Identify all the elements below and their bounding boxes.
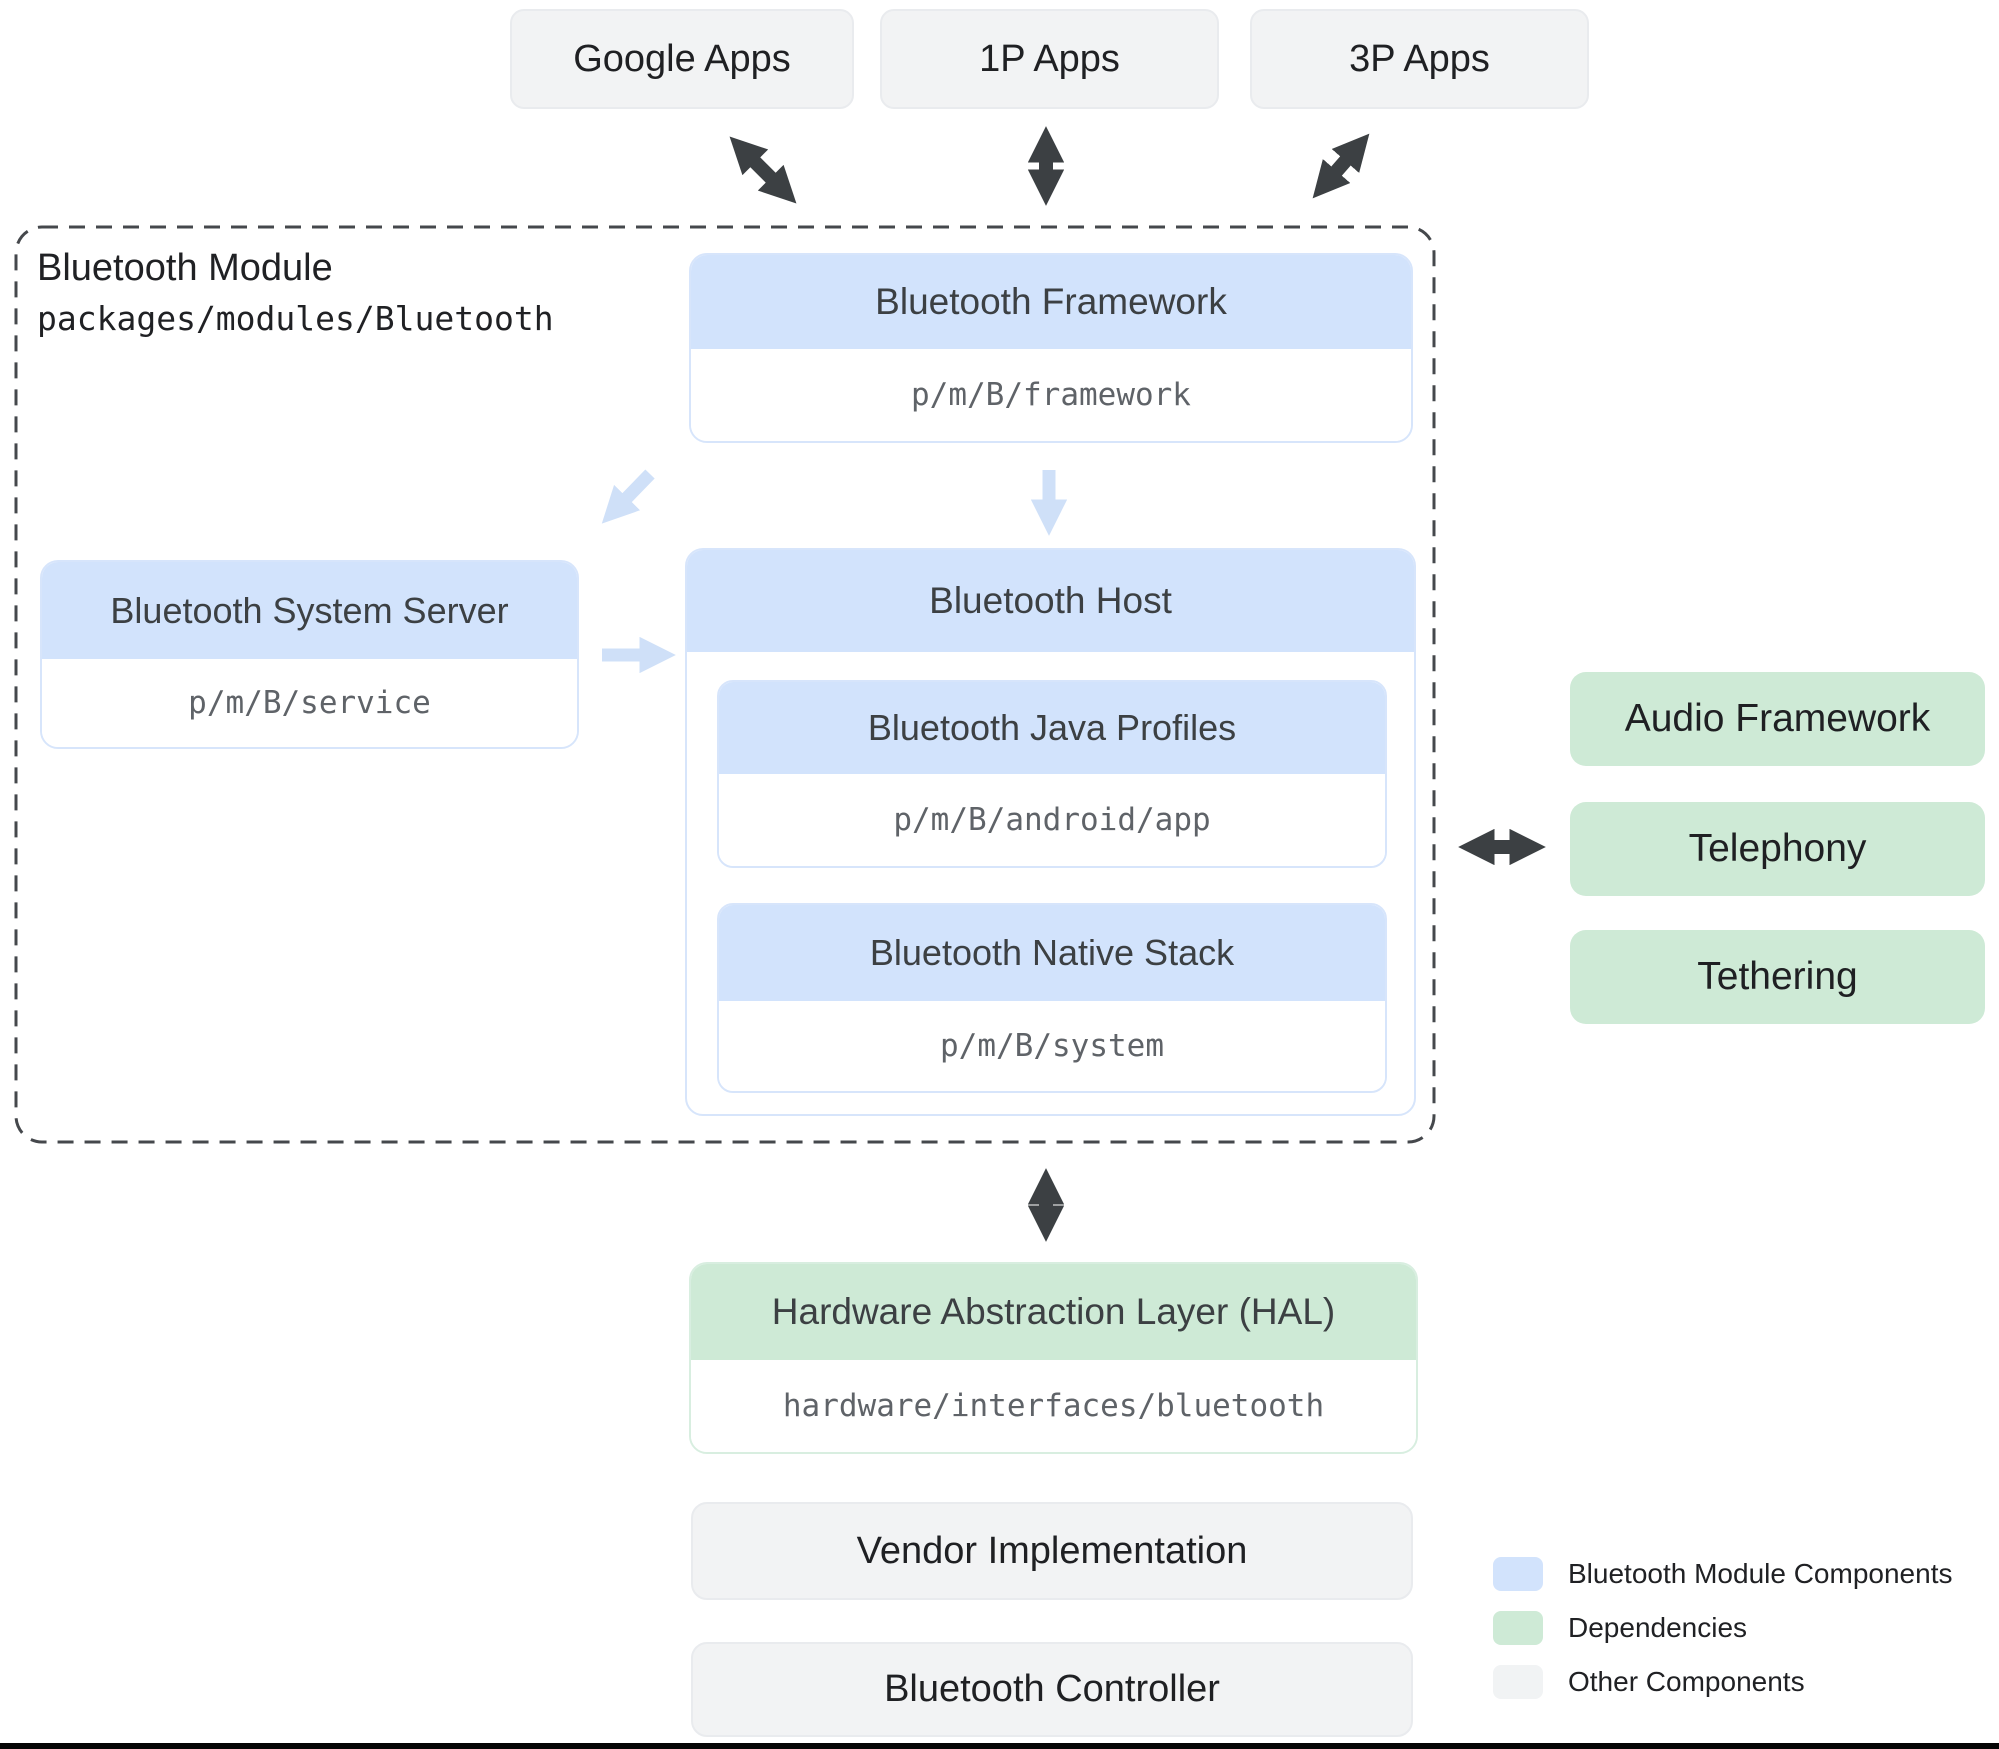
- google-apps-box: Google Apps: [510, 9, 854, 109]
- legend-swatch-other-components-icon: [1493, 1665, 1543, 1699]
- hal-title: Hardware Abstraction Layer (HAL): [691, 1264, 1416, 1360]
- tethering-label: Tethering: [1697, 955, 1858, 998]
- legend-label-dependencies: Dependencies: [1568, 1612, 1748, 1643]
- telephony-box: Telephony: [1570, 802, 1985, 896]
- bluetooth-java-profiles-path: p/m/B/android/app: [719, 774, 1385, 866]
- bluetooth-system-server-title: Bluetooth System Server: [42, 562, 577, 659]
- bluetooth-java-profiles-title: Bluetooth Java Profiles: [719, 682, 1385, 774]
- third-party-apps-arrow-icon: [1312, 133, 1370, 199]
- first-party-apps-box: 1P Apps: [880, 9, 1219, 109]
- framework-to-system-server-arrow-icon: [601, 469, 655, 524]
- first-party-apps-label: 1P Apps: [979, 37, 1120, 80]
- tethering-box: Tethering: [1570, 930, 1985, 1024]
- vendor-implementation-label: Vendor Implementation: [856, 1529, 1248, 1572]
- bluetooth-host-body: Bluetooth Java Profiles p/m/B/android/ap…: [687, 652, 1414, 1114]
- bluetooth-system-server-path: p/m/B/service: [42, 659, 577, 747]
- google-apps-label: Google Apps: [573, 37, 791, 80]
- bluetooth-module-path: packages/modules/Bluetooth: [37, 299, 554, 338]
- third-party-apps-box: 3P Apps: [1250, 9, 1589, 109]
- legend-row-other-components: Other Components: [1493, 1665, 1805, 1699]
- bluetooth-framework-title: Bluetooth Framework: [691, 255, 1411, 349]
- bluetooth-controller-label: Bluetooth Controller: [884, 1668, 1220, 1710]
- bluetooth-framework-path: p/m/B/framework: [691, 349, 1411, 441]
- legend-swatch-dependencies-icon: [1493, 1611, 1543, 1645]
- bluetooth-java-profiles-box: Bluetooth Java Profiles p/m/B/android/ap…: [717, 680, 1387, 868]
- bluetooth-system-server-box: Bluetooth System Server p/m/B/service: [40, 560, 579, 749]
- hal-path: hardware/interfaces/bluetooth: [691, 1360, 1416, 1452]
- bluetooth-native-stack-box: Bluetooth Native Stack p/m/B/system: [717, 903, 1387, 1093]
- third-party-apps-label: 3P Apps: [1349, 37, 1490, 80]
- legend-row-dependencies: Dependencies: [1493, 1611, 1747, 1645]
- telephony-label: Telephony: [1688, 827, 1867, 870]
- screenshot-bottom-edge: [0, 1743, 1999, 1749]
- audio-framework-box: Audio Framework: [1570, 672, 1985, 766]
- legend-label-module-components: Bluetooth Module Components: [1568, 1558, 1953, 1589]
- bluetooth-host-title: Bluetooth Host: [687, 550, 1414, 652]
- bluetooth-module-title: Bluetooth Module: [37, 247, 333, 289]
- bluetooth-native-stack-title: Bluetooth Native Stack: [719, 905, 1385, 1001]
- bluetooth-native-stack-path: p/m/B/system: [719, 1001, 1385, 1091]
- google-apps-arrow-icon: [729, 136, 797, 204]
- bluetooth-controller-box: Bluetooth Controller: [691, 1642, 1413, 1737]
- legend-row-module-components: Bluetooth Module Components: [1493, 1557, 1952, 1591]
- legend-swatch-module-components-icon: [1493, 1557, 1543, 1591]
- hal-box: Hardware Abstraction Layer (HAL) hardwar…: [689, 1262, 1418, 1454]
- audio-framework-label: Audio Framework: [1624, 697, 1931, 740]
- vendor-implementation-box: Vendor Implementation: [691, 1502, 1413, 1600]
- bluetooth-framework-box: Bluetooth Framework p/m/B/framework: [689, 253, 1413, 443]
- legend-label-other-components: Other Components: [1568, 1666, 1805, 1697]
- bluetooth-host-box: Bluetooth Host Bluetooth Java Profiles p…: [685, 548, 1416, 1116]
